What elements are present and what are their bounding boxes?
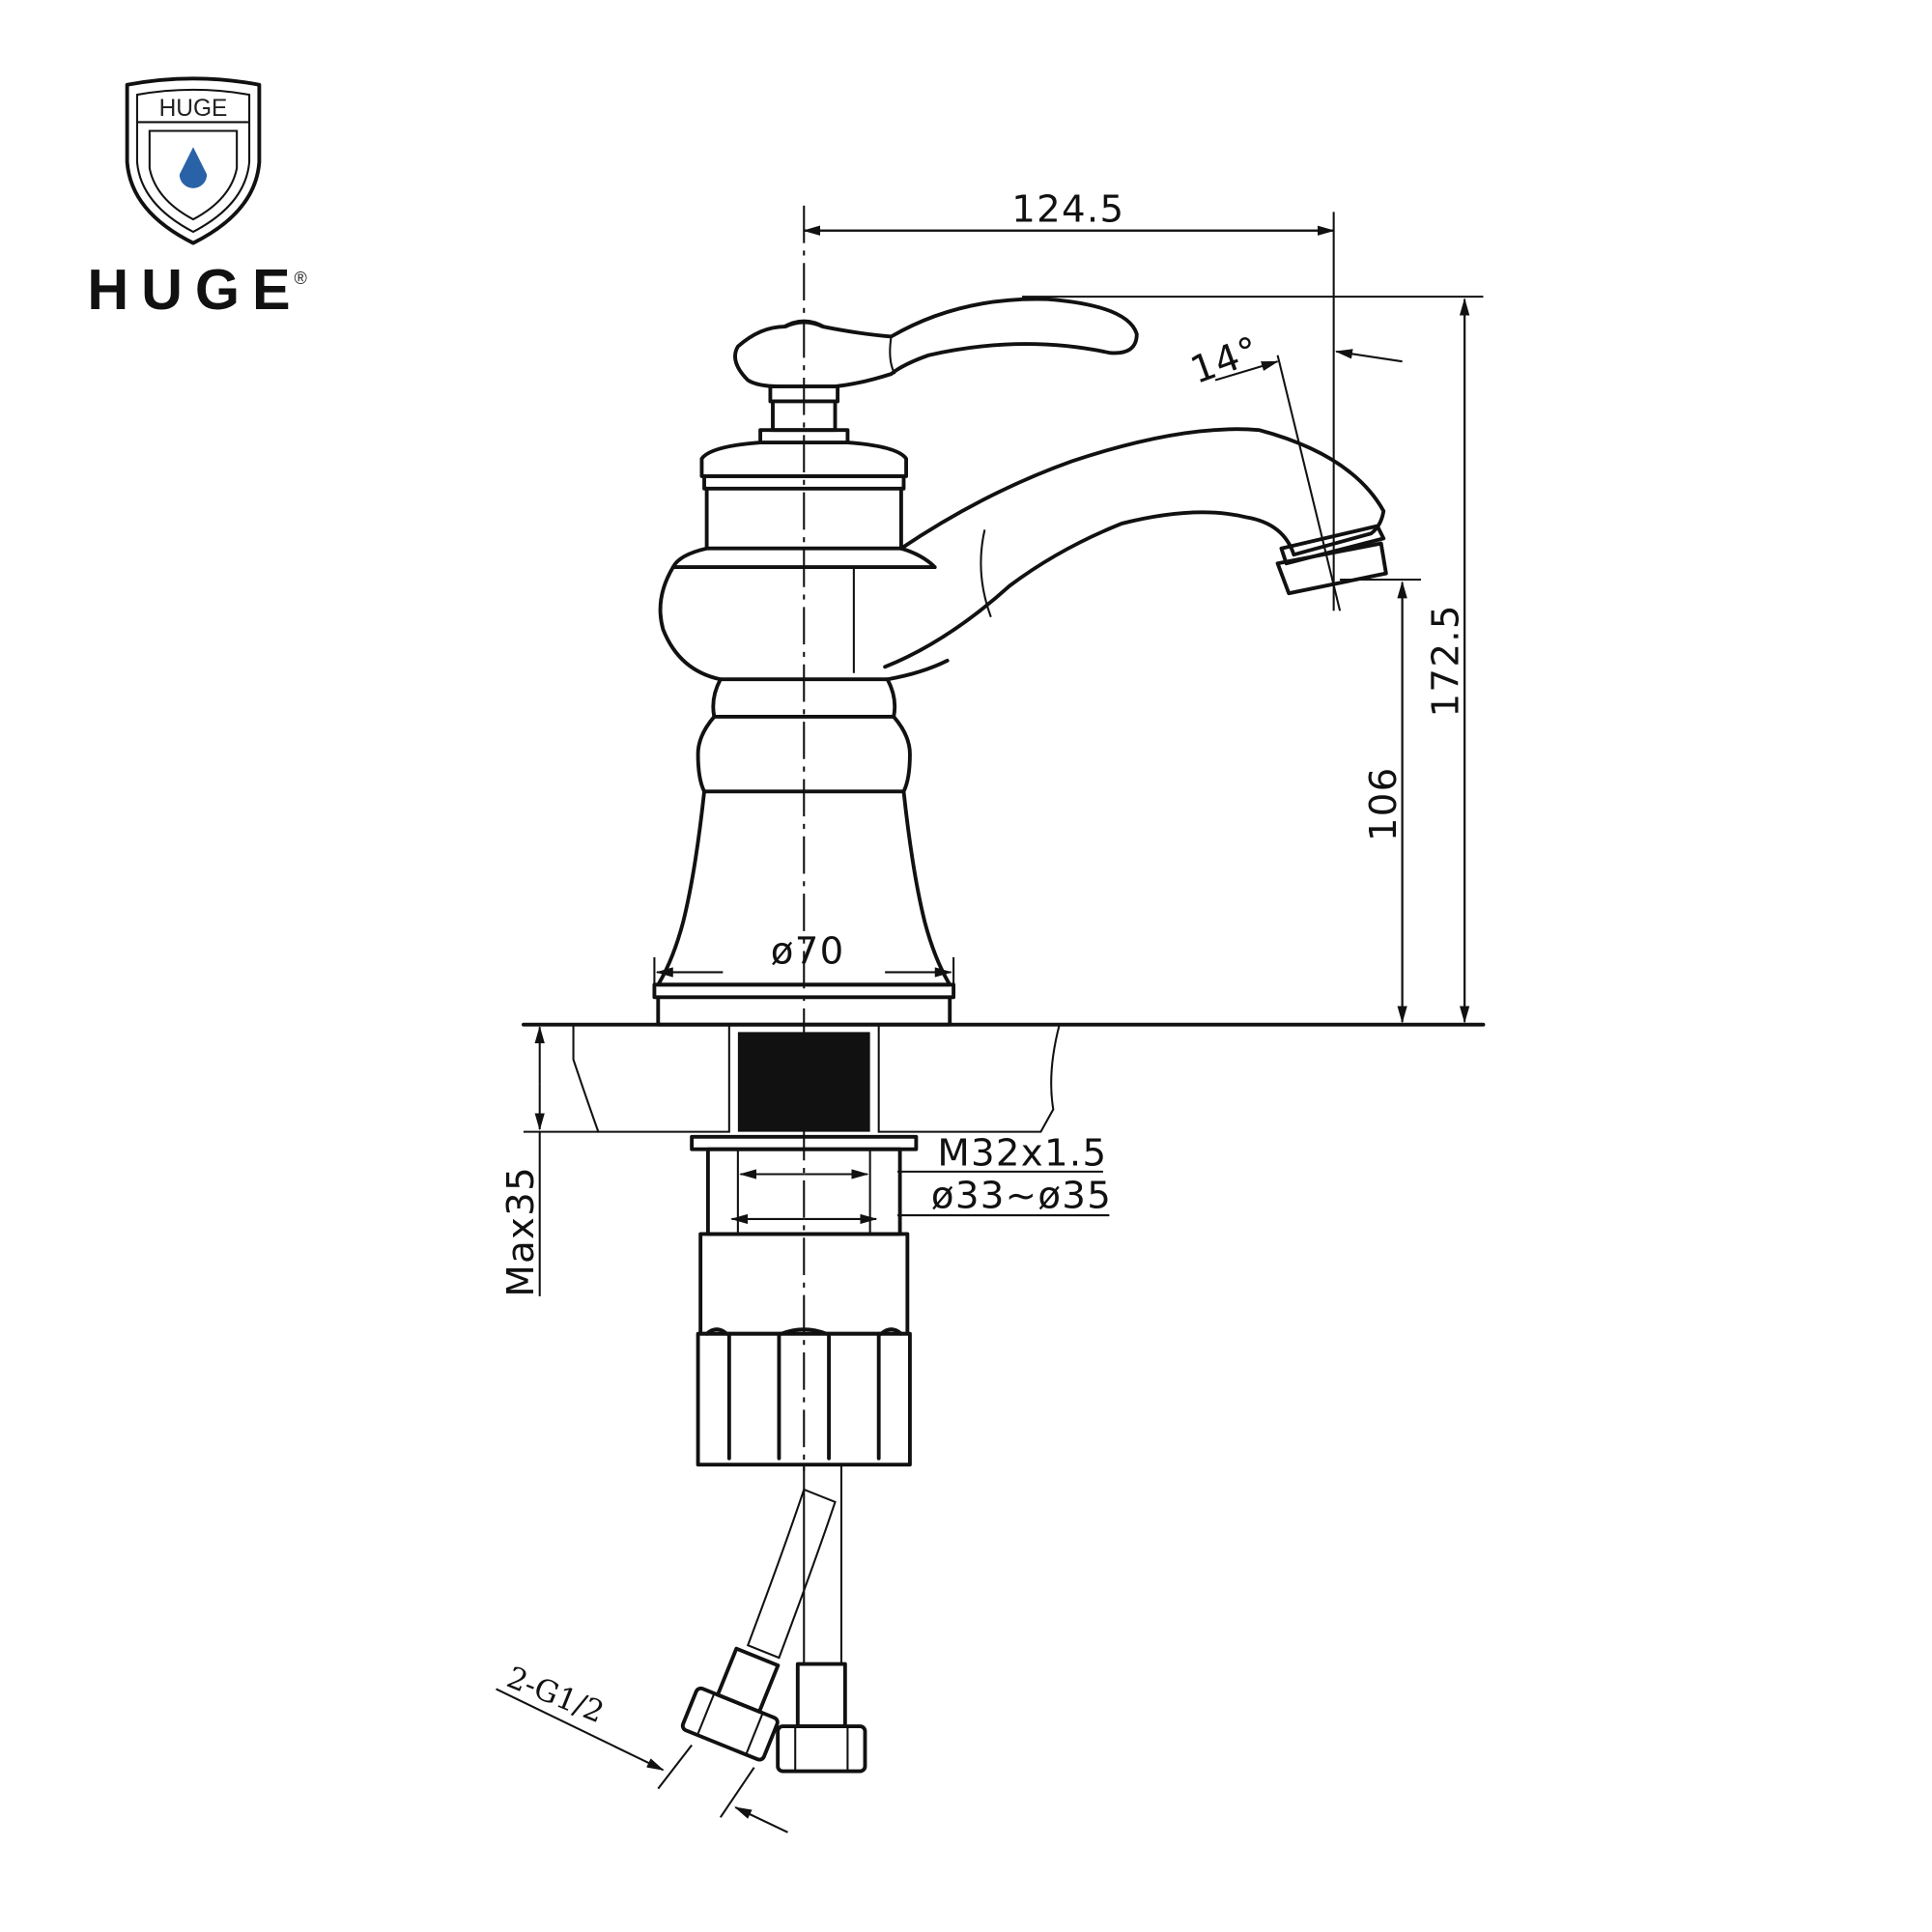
base-diameter-dimension: ø70 xyxy=(771,929,845,973)
hole-diameter-dimension: ø33~ø35 xyxy=(931,1174,1112,1217)
registered-mark: ® xyxy=(295,269,308,288)
water-drop-icon xyxy=(179,147,208,188)
spout-angle-dimension: 14° xyxy=(1185,328,1265,393)
supply-hoses: 2-G1/2 xyxy=(496,1463,867,1833)
dimension-annotations: 124.5 172.5 106 14° ø70 M32x1.5 ø33~ø35 … xyxy=(499,188,1484,1297)
faucet-body xyxy=(652,297,1388,1027)
max-thickness-dimension: Max35 xyxy=(499,1166,543,1297)
brand-name: HUGE xyxy=(87,257,290,322)
thread-dimension: M32x1.5 xyxy=(937,1131,1107,1175)
brand-logo: HUGE HUGE ® xyxy=(87,76,308,322)
spout-height-dimension: 106 xyxy=(1362,766,1406,841)
total-height-dimension: 172.5 xyxy=(1425,604,1468,717)
spout-reach-dimension: 124.5 xyxy=(1011,188,1124,232)
shield-text: HUGE xyxy=(159,96,228,122)
counter-section xyxy=(522,1022,1486,1467)
hose-connection-label: 2-G1/2 xyxy=(502,1661,610,1731)
